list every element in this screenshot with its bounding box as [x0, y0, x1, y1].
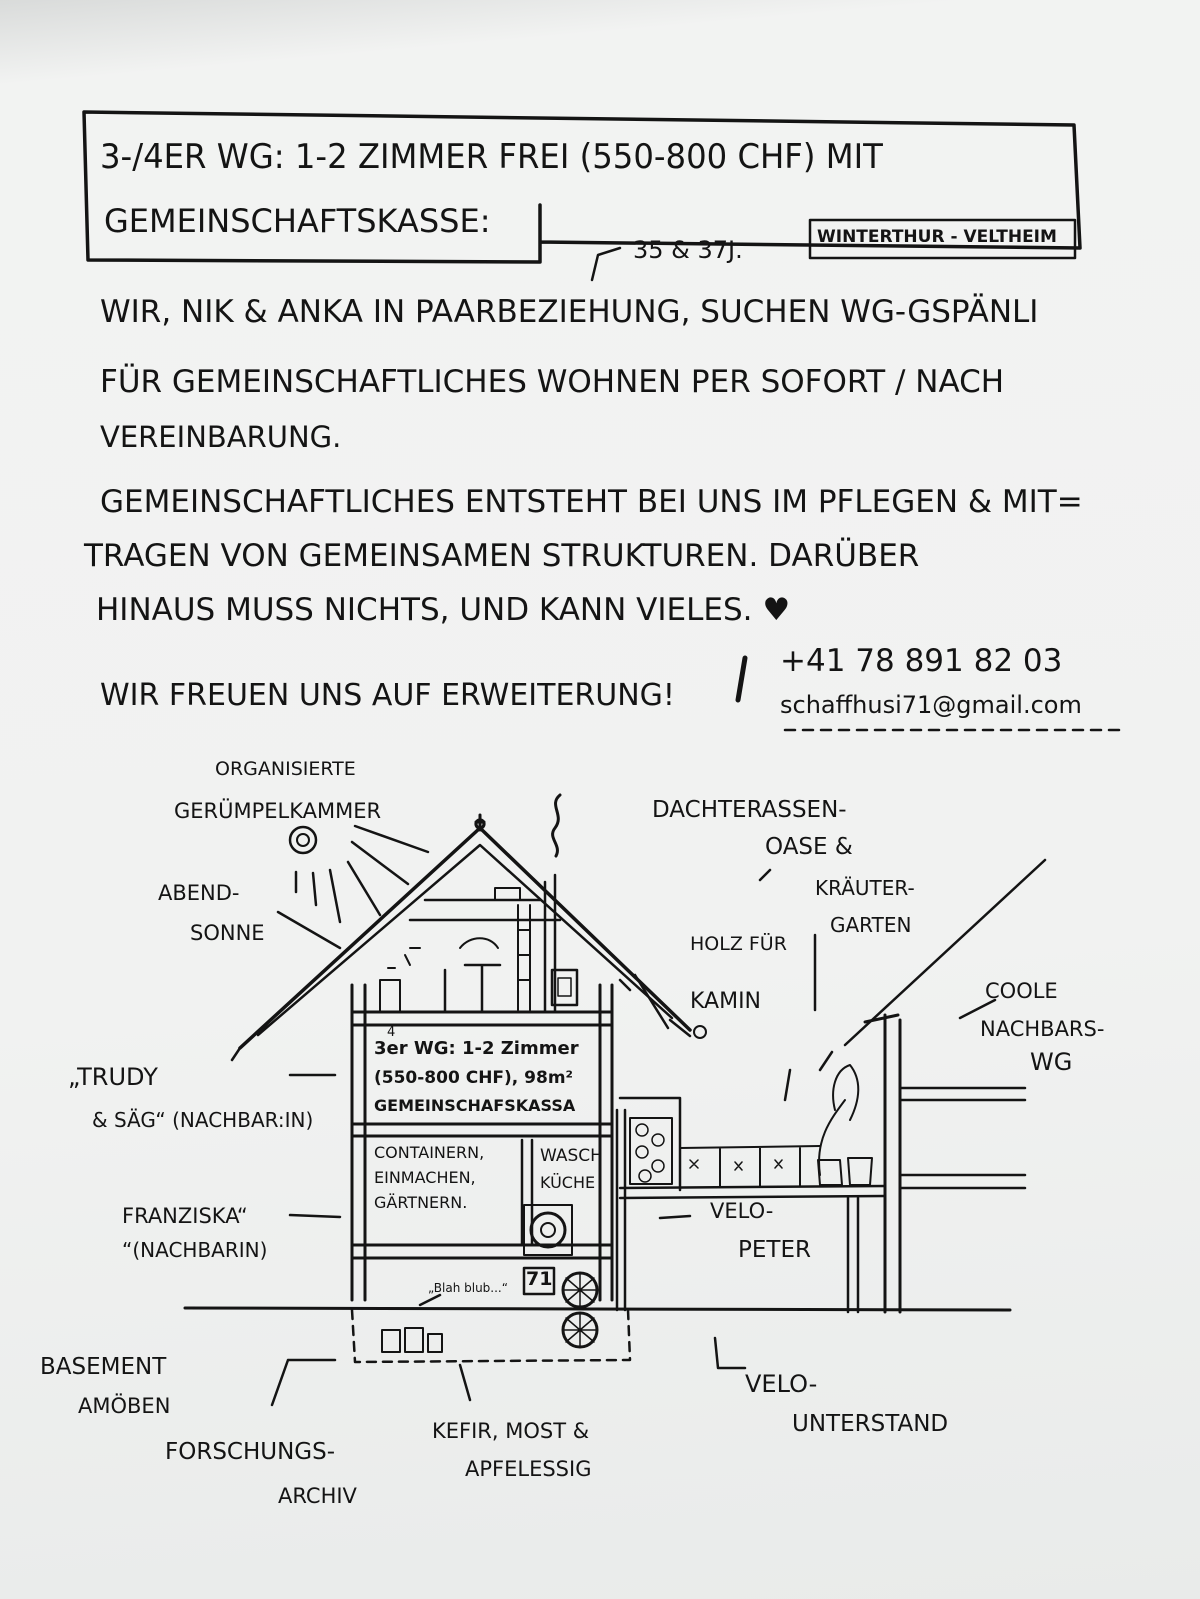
label-leader-lines: [270, 868, 997, 1407]
bicycle-icon: [561, 1271, 599, 1349]
label-cool-neighbor-3: WG: [1030, 1048, 1073, 1076]
label-cool-neighbor: COOLE: [985, 979, 1058, 1003]
ad-title-line2: GEMEINSCHAFTSKASSE:: [104, 202, 491, 240]
label-research: FORSCHUNGS-: [165, 1439, 336, 1465]
label-roof-terrace-2: OASE &: [765, 834, 853, 860]
label-bike-shelter: VELO-: [745, 1370, 818, 1398]
ages-pointer: [590, 246, 622, 282]
location-tag-box: [808, 218, 1077, 260]
label-kefir-2: APFELESSIG: [465, 1457, 592, 1481]
label-wood-fireplace: HOLZ FÜR: [690, 933, 787, 955]
basement-outline: [350, 1308, 632, 1364]
label-velo-peter-2: PETER: [738, 1237, 811, 1263]
label-evening-sun: ABEND-: [158, 881, 240, 905]
label-cool-neighbor-2: NACHBARS-: [980, 1017, 1105, 1041]
neighbor-buildings: [615, 858, 1047, 1314]
label-herb-garden-2: GARTEN: [830, 913, 912, 937]
house-number: 71: [526, 1268, 553, 1290]
label-storage-line1: CONTAINERN,: [374, 1143, 485, 1162]
label-laundry-line2: KÜCHE: [540, 1173, 596, 1192]
body-line1: WIR, NIK & ANKA IN PAARBEZIEHUNG, SUCHEN…: [100, 294, 1039, 330]
ad-title-line1: 3-/4ER WG: 1-2 ZIMMER FREI (550-800 CHF)…: [100, 137, 883, 177]
label-roof-terrace: DACHTERASSEN-: [652, 797, 847, 823]
label-kefir: KEFIR, MOST &: [432, 1419, 590, 1443]
label-organized-room-2: GERÜMPELKAMMER: [174, 799, 382, 823]
label-storage-line2: EINMACHEN,: [374, 1168, 476, 1187]
label-velo-peter: VELO-: [710, 1199, 774, 1223]
body-line5: TRAGEN VON GEMEINSAMEN STRUKTUREN. DARÜB…: [84, 538, 920, 574]
body-line3: VEREINBARUNG.: [100, 420, 342, 454]
label-laundry-line1: WASCH: [540, 1146, 603, 1166]
ground-line: [183, 1306, 1012, 1312]
body-line4: GEMEINSCHAFTLICHES ENTSTEHT BEI UNS IM P…: [100, 484, 1083, 520]
label-evening-sun-2: SONNE: [190, 921, 265, 945]
ages-note: 35 & 37J.: [633, 236, 743, 264]
body-line6: HINAUS MUSS NICHTS, UND KANN VIELES. ♥: [96, 592, 791, 628]
body-line2: FÜR GEMEINSCHAFTLICHES WOHNEN PER SOFORT…: [100, 364, 1005, 400]
chimney-smoke: [551, 793, 562, 858]
label-apartment-4er: 4: [387, 1025, 396, 1040]
location-tag: WINTERTHUR - VELTHEIM: [817, 227, 1057, 247]
label-wood-fireplace-2: KAMIN: [690, 989, 762, 1014]
house-body: [350, 983, 614, 1349]
label-franziska: FRANZISKA“: [122, 1204, 248, 1228]
label-apartment-line3: GEMEINSCHAFSKASSA: [374, 1096, 576, 1115]
house-roof: [230, 813, 707, 1062]
label-blah: „Blah blub...“: [428, 1281, 508, 1295]
exclamation-mark-stroke: [735, 655, 748, 703]
label-apartment-line2: (550-800 CHF), 98m²: [374, 1068, 573, 1088]
label-trudy-2: & SÄG“ (NACHBAR:IN): [92, 1108, 314, 1132]
label-basement-2: AMÖBEN: [78, 1394, 171, 1418]
body-line7: WIR FREUEN UNS AUF ERWEITERUNG!: [100, 678, 675, 713]
washing-machine-icon: [529, 1211, 567, 1249]
label-trudy: „TRUDY: [68, 1063, 158, 1091]
label-research-2: ARCHIV: [278, 1484, 357, 1508]
label-basement: BASEMENT: [40, 1354, 167, 1380]
sun-icon: [276, 824, 430, 950]
contact-phone[interactable]: +41 78 891 82 03: [780, 643, 1063, 679]
label-franziska-2: “(NACHBARIN): [122, 1238, 268, 1262]
title-box-outline: [82, 110, 1082, 264]
label-storage-line3: GÄRTNERN.: [374, 1193, 468, 1212]
contact-email[interactable]: schaffhusi71@gmail.com: [780, 691, 1082, 719]
label-bike-shelter-2: UNTERSTAND: [792, 1411, 949, 1437]
label-apartment-line1: 3er WG: 1-2 Zimmer: [374, 1038, 579, 1059]
label-herb-garden: KRÄUTER-: [815, 876, 915, 900]
label-organized-room: ORGANISIERTE: [215, 758, 356, 780]
